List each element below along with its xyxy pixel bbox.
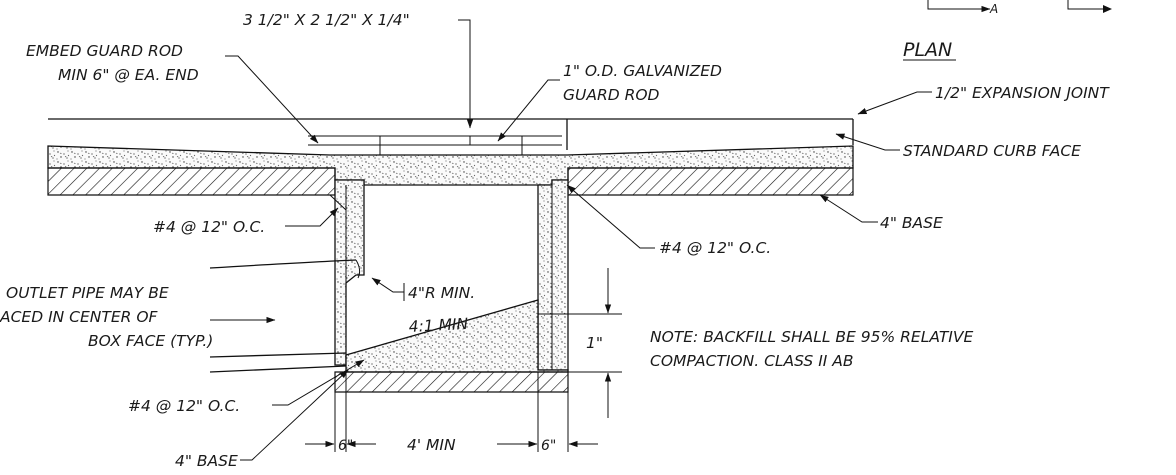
base-right-layer [567, 167, 854, 196]
expansion-joint-label: 1/2" EXPANSION JOINT [935, 84, 1110, 102]
view-title: PLAN [903, 39, 956, 61]
section-marker-letter: A [989, 2, 998, 16]
rebar-right-label: #4 @ 12" O.C. [659, 239, 771, 257]
leaders [210, 19, 932, 461]
base-right-label: 4" BASE [880, 214, 943, 232]
outlet-pipe [209, 259, 361, 373]
outlet-center-label: ACED IN CENTER OF [0, 308, 159, 326]
box-wall-right [537, 179, 569, 371]
bottom-dimensions [305, 372, 598, 452]
outlet-box-face-label: BOX FACE (TYP.) [88, 332, 213, 350]
guard-rod [308, 135, 562, 155]
dim-wall-left-label: 6" [338, 438, 353, 454]
dim-width-label: 4' MIN [407, 436, 456, 454]
rebar-left-bottom-label: #4 @ 12" O.C. [128, 397, 240, 415]
section-marker: A [927, 0, 1112, 16]
curb-face-label: STANDARD CURB FACE [903, 142, 1081, 160]
note-line2: COMPACTION. CLASS II AB [650, 352, 854, 370]
rebar-left-top-label: #4 @ 12" O.C. [153, 218, 265, 236]
drop-dimension [538, 268, 622, 418]
radius-label: 4"R MIN. [408, 284, 475, 302]
base-bottom-label: 4" BASE [175, 452, 238, 470]
base-left [47, 167, 336, 196]
box-floor [345, 299, 569, 373]
box-wall-left [334, 179, 365, 366]
view-title-text: PLAN [903, 39, 952, 61]
dim-wall-right-label: 6" [541, 438, 556, 454]
base-bottom [334, 371, 569, 393]
embed-guard-rod-label: EMBED GUARD ROD [26, 42, 183, 60]
guard-rod-label: GUARD ROD [563, 86, 660, 104]
angle-size-label: 3 1/2" X 2 1/2" X 1/4" [243, 11, 410, 29]
curb-lip [48, 194, 347, 211]
outlet-pipe-label: OUTLET PIPE MAY BE [6, 284, 169, 302]
note-line1: NOTE: BACKFILL SHALL BE 95% RELATIVE [650, 328, 973, 346]
drop-dimension-label: 1" [586, 334, 603, 352]
galvanized-guard-rod-label: 1" O.D. GALVANIZED [563, 62, 722, 80]
slope-label: 4:1 MIN [408, 315, 469, 336]
embed-guard-rod-min-label: MIN 6" @ EA. END [58, 66, 199, 84]
